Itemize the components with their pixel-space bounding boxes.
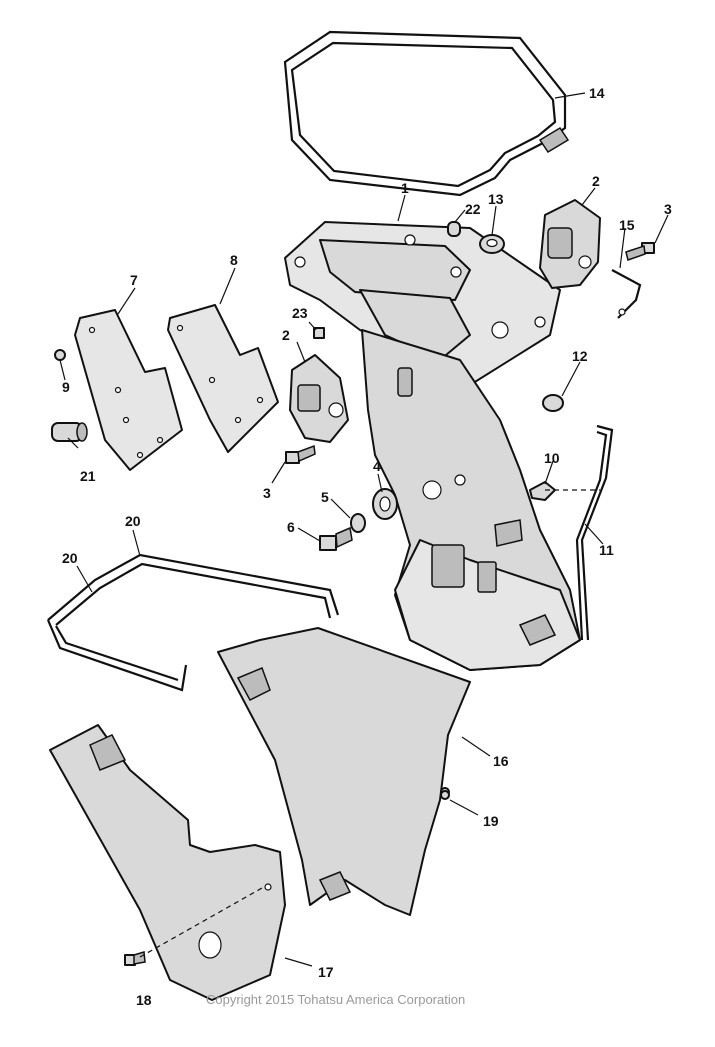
callout-22: 22 [465,201,481,217]
callout-9: 9 [62,379,70,395]
callout-6: 6 [287,519,295,535]
bolt-part-23 [313,327,325,339]
lower-mount-part-2-left [289,354,349,443]
washer-part-5 [350,513,366,533]
callout-labels: 1 2 2 3 3 4 5 6 7 8 9 10 11 12 13 14 15 … [62,85,672,1008]
screw-part-18 [124,951,146,966]
callout-5: 5 [321,489,329,505]
copyright-watermark: Copyright 2015 Tohatsu America Corporati… [206,992,466,1007]
callout-2-right: 2 [592,173,600,189]
gasket-part-7 [74,309,183,471]
callout-20-left: 20 [62,550,78,566]
callout-17: 17 [318,964,334,980]
screw-part-9 [54,349,66,361]
callout-4: 4 [373,458,381,474]
callout-3-right: 3 [664,201,672,217]
bolt-part-3-left [285,444,316,464]
bolt-part-6 [319,526,353,551]
callout-14: 14 [589,85,605,101]
rear-cover-part-16 [217,627,471,916]
drive-shaft-housing-part-1 [284,221,581,671]
callout-23: 23 [292,305,308,321]
collar-part-21 [51,422,88,442]
bolt-part-3-right [625,242,655,261]
callout-12: 12 [572,348,588,364]
seal-ring-part-14 [283,30,570,197]
callout-20-right: 20 [125,513,141,529]
bracket-part-15 [611,269,642,319]
callout-15: 15 [619,217,635,233]
callout-7: 7 [130,272,138,288]
callout-11: 11 [599,542,614,558]
seal-part-20-left [46,619,188,692]
front-cover-part-17 [49,724,286,1001]
grommet-part-12 [542,394,564,412]
upper-mount-part-2-right [539,199,601,289]
callout-2-left: 2 [282,327,290,343]
leader-lines [59,92,669,967]
callout-13: 13 [488,191,504,207]
grommet-part-13 [479,234,505,254]
callout-1: 1 [401,180,409,196]
callout-10: 10 [544,450,560,466]
pin-part-22 [447,221,461,237]
plate-part-8 [167,304,279,453]
callout-16: 16 [493,753,509,769]
callout-3-left: 3 [263,485,271,501]
callout-19: 19 [483,813,499,829]
callout-8: 8 [230,252,238,268]
screw-part-19 [440,790,450,800]
washer-part-4 [372,488,398,520]
lever-rod-part-11 [575,424,614,641]
holder-part-10 [529,481,556,501]
callout-18: 18 [136,992,152,1008]
callout-21: 21 [80,468,96,484]
